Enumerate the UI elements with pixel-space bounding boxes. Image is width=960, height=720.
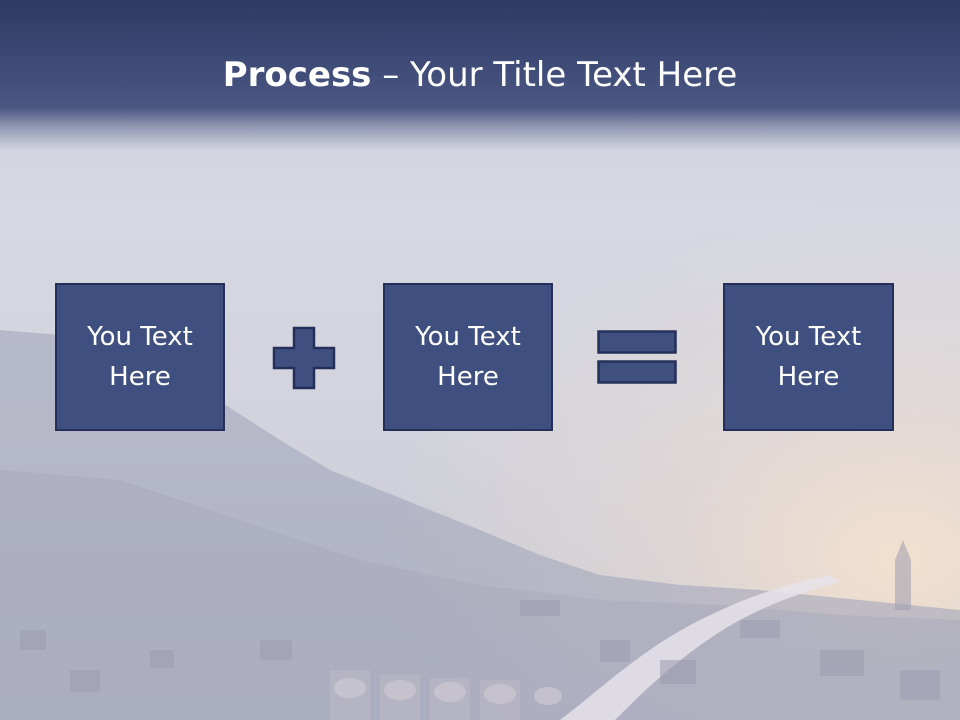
box-line-1: You Text [87,322,193,352]
equals-icon [597,330,677,384]
plus-icon [272,326,336,390]
box-line-2: Here [437,362,499,392]
box-line-2: Here [109,362,171,392]
box-line-1: You Text [755,322,862,352]
slide-title[interactable]: Process – Your Title Text Here [0,52,960,98]
box-line-2: Here [777,362,840,392]
title-rest: – Your Title Text Here [371,55,738,95]
title-bold: Process [222,55,372,95]
title-bar [0,0,960,150]
box-line-1: You Text [415,322,521,352]
